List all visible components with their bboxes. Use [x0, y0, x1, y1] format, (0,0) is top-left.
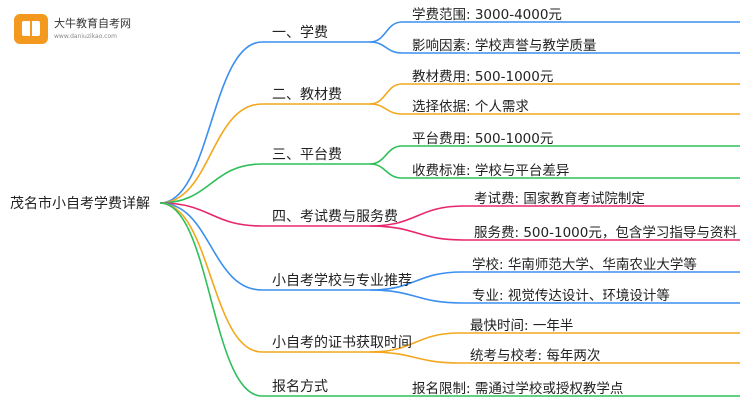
- logo-url: www.daniuzikao.com: [54, 33, 117, 40]
- root-connector-4: [159, 202, 263, 291]
- leaf-connector-1-0: [369, 83, 403, 105]
- leaf-label: 统考与校考: 每年两次: [470, 348, 601, 364]
- leaf-label: 学费范围: 3000-4000元: [412, 7, 562, 23]
- leaf-connector-4-0: [369, 271, 463, 291]
- leaf-label: 考试费: 国家教育考试院制定: [474, 191, 645, 207]
- root-topic: 茂名市小自考学费详解: [10, 196, 150, 212]
- leaf-label: 选择依据: 个人需求: [412, 99, 529, 115]
- leaf-label: 服务费: 500-1000元，包含学习指导与资料: [474, 225, 737, 241]
- site-logo[interactable]: 大牛教育自考网 www.daniuzikao.com: [14, 12, 154, 48]
- leaf-connector-2-1: [369, 163, 403, 179]
- branch-label: 一、学费: [272, 25, 328, 41]
- leaf-connector-3-0: [369, 205, 465, 227]
- leaf-connector-5-1: [369, 351, 461, 364]
- leaf-connector-0-0: [369, 21, 403, 43]
- branch-label: 小自考学校与专业推荐: [272, 273, 412, 289]
- branch-label: 小自考的证书获取时间: [272, 335, 412, 351]
- leaf-label: 收费标准: 学校与平台差异: [412, 163, 570, 179]
- leaf-connector-0-1: [369, 41, 403, 54]
- branch-label: 三、平台费: [272, 147, 342, 163]
- leaf-label: 学校: 华南师范大学、华南农业大学等: [472, 257, 697, 273]
- root-connector-1: [159, 103, 263, 204]
- root-connector-5: [159, 202, 263, 353]
- root-connector-6: [159, 202, 263, 397]
- branch-label: 报名方式: [272, 379, 328, 395]
- book-icon: [14, 14, 48, 44]
- leaf-connector-5-0: [369, 332, 461, 353]
- leaf-label: 专业: 视觉传达设计、环境设计等: [472, 288, 670, 304]
- branch-label: 四、考试费与服务费: [272, 209, 398, 225]
- leaf-label: 教材费用: 500-1000元: [412, 69, 554, 85]
- leaf-connector-2-0: [369, 145, 403, 165]
- root-connector-3: [159, 202, 263, 227]
- leaf-connector-1-1: [369, 103, 403, 115]
- leaf-connector-3-1: [369, 225, 465, 241]
- leaf-label: 平台费用: 500-1000元: [412, 131, 554, 147]
- logo-title: 大牛教育自考网: [54, 17, 131, 30]
- leaf-connector-4-1: [369, 289, 463, 304]
- leaf-label: 影响因素: 学校声誉与教学质量: [412, 38, 597, 54]
- leaf-label: 报名限制: 需通过学校或授权教学点: [412, 381, 624, 397]
- branch-label: 二、教材费: [272, 87, 342, 103]
- leaf-label: 最快时间: 一年半: [470, 318, 574, 334]
- root-connector-0: [159, 41, 263, 204]
- root-connector-2: [159, 163, 263, 204]
